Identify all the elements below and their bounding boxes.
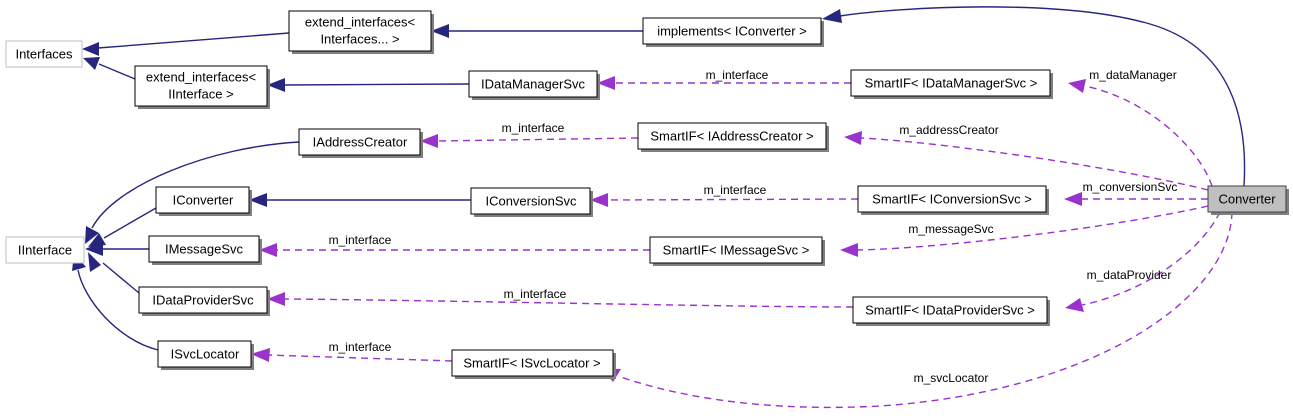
edge-label-m-datamanager: m_dataManager: [1089, 68, 1176, 82]
node-smartif-iaddresscreator[interactable]: SmartIF< IAddressCreator >: [637, 122, 829, 152]
edge-label-m-dataprovider: m_dataProvider: [1087, 268, 1172, 282]
edge-implements-to-extend-variadic: [431, 24, 643, 38]
edge-label-m-interface-addresscreator: m_interface: [502, 121, 565, 135]
node-label-isvclocator: ISvcLocator: [171, 346, 240, 361]
inheritance-edges: [72, 6, 1246, 351]
node-label-implements-iconverter: implements< IConverter >: [657, 23, 807, 38]
node-imessagesvc[interactable]: IMessageSvc: [148, 235, 262, 265]
nodes: Interfaces extend_interfaces< Interfaces…: [5, 10, 1289, 379]
node-implements-iconverter[interactable]: implements< IConverter >: [642, 17, 824, 47]
node-label-converter: Converter: [1218, 191, 1276, 206]
node-label-smartif-iaddresscreator: SmartIF< IAddressCreator >: [650, 128, 813, 143]
node-extend-interfaces-iinterface[interactable]: extend_interfaces< IInterface >: [134, 65, 270, 109]
node-smartif-imessagesvc[interactable]: SmartIF< IMessageSvc >: [649, 236, 825, 266]
node-label-imessagesvc: IMessageSvc: [165, 241, 244, 256]
node-label-smartif-imessagesvc: SmartIF< IMessageSvc >: [663, 242, 810, 257]
edge-label-m-interface-svclocator: m_interface: [329, 340, 392, 354]
usage-edges: [251, 76, 1233, 409]
node-isvclocator[interactable]: ISvcLocator: [157, 340, 254, 370]
node-idataprovidersvc[interactable]: IDataProviderSvc: [138, 286, 270, 316]
edge-smartif-idatamanagersvc-to-idatamanagersvc: [597, 76, 851, 90]
node-label-idataprovidersvc: IDataProviderSvc: [152, 292, 254, 307]
node-smartif-idatamanagersvc[interactable]: SmartIF< IDataManagerSvc >: [850, 69, 1053, 99]
edge-idataprovidersvc-to-iinterface: [88, 252, 140, 294]
node-label-idatamanagersvc: IDataManagerSvc: [481, 76, 586, 91]
edge-iconverter-to-iinterface: [88, 207, 157, 247]
edge-converter-to-smartif-idataprovidersvc: [1065, 211, 1221, 312]
node-label-iconverter: IConverter: [173, 192, 234, 207]
edge-smartif-iaddresscreator-to-iaddresscreator: [420, 134, 639, 148]
edge-labels: m_interface m_dataManager m_interface m_…: [329, 68, 1178, 385]
edge-smartif-iconversionsvc-to-iconversionsvc: [590, 193, 859, 207]
node-iinterface[interactable]: IInterface: [5, 236, 85, 264]
edge-iaddresscreator-to-iinterface: [85, 141, 300, 244]
node-label-iconversionsvc: IConversionSvc: [485, 193, 577, 208]
edge-imessagesvc-to-iinterface: [85, 242, 149, 256]
edge-iconversionsvc-to-iconverter: [249, 193, 471, 207]
node-label-extend-interfaces-iinterface-line1: extend_interfaces<: [146, 69, 256, 84]
edge-label-m-interface-dataprovider: m_interface: [504, 287, 567, 301]
edge-converter-to-smartif-imessagesvc: [840, 205, 1209, 257]
node-label-iinterface: IInterface: [18, 242, 72, 257]
edge-label-m-interface-messagesvc: m_interface: [329, 233, 392, 247]
edge-smartif-idataprovidersvc-to-idataprovidersvc: [267, 292, 854, 308]
edge-label-m-interface-datamanager: m_interface: [706, 68, 769, 82]
node-idatamanagersvc[interactable]: IDataManagerSvc: [468, 70, 600, 100]
node-label-smartif-idataprovidersvc: SmartIF< IDataProviderSvc >: [865, 302, 1035, 317]
node-label-extend-interfaces-variadic-line2: Interfaces... >: [320, 31, 399, 46]
edge-converter-to-smartif-iconversionsvc: [1064, 192, 1208, 206]
edge-converter-to-smartif-iaddresscreator: [844, 131, 1209, 191]
node-label-smartif-isvclocator: SmartIF< ISvcLocator >: [463, 355, 600, 370]
edge-extend-variadic-to-interfaces: [82, 32, 290, 56]
edge-smartif-isvclocator-to-isvclocator: [251, 348, 453, 362]
node-label-extend-interfaces-iinterface-line2: IInterface >: [168, 86, 233, 101]
node-extend-interfaces-variadic[interactable]: extend_interfaces< Interfaces... >: [288, 10, 434, 54]
edge-label-m-svclocator: m_svcLocator: [914, 371, 989, 385]
node-label-smartif-idatamanagersvc: SmartIF< IDataManagerSvc >: [865, 75, 1038, 90]
edge-label-m-addresscreator: m_addressCreator: [899, 123, 998, 137]
node-label-interfaces: Interfaces: [15, 46, 73, 61]
node-iconversionsvc[interactable]: IConversionSvc: [470, 187, 593, 217]
node-interfaces[interactable]: Interfaces: [5, 40, 83, 68]
edge-converter-to-implements: [822, 6, 1246, 187]
edge-label-m-conversionsvc: m_conversionSvc: [1083, 180, 1178, 194]
node-label-iaddresscreator: IAddressCreator: [313, 134, 408, 149]
edge-converter-to-smartif-idatamanagersvc: [1068, 79, 1213, 187]
node-iaddresscreator[interactable]: IAddressCreator: [298, 128, 423, 158]
edge-idatamanagersvc-to-extend-iinterface: [267, 78, 470, 92]
edge-label-m-messagesvc: m_messageSvc: [908, 222, 993, 236]
node-label-extend-interfaces-variadic-line1: extend_interfaces<: [305, 14, 415, 29]
edge-label-m-interface-conversionsvc: m_interface: [704, 183, 767, 197]
edge-smartif-imessagesvc-to-imessagesvc: [259, 243, 650, 257]
node-iconverter[interactable]: IConverter: [155, 186, 252, 216]
node-smartif-isvclocator[interactable]: SmartIF< ISvcLocator >: [451, 349, 616, 379]
node-label-smartif-iconversionsvc: SmartIF< IConversionSvc >: [872, 191, 1032, 206]
edge-extend-iinterface-to-interfaces: [83, 57, 136, 80]
node-smartif-iconversionsvc[interactable]: SmartIF< IConversionSvc >: [857, 185, 1049, 215]
node-smartif-idataprovidersvc[interactable]: SmartIF< IDataProviderSvc >: [852, 296, 1050, 326]
node-converter[interactable]: Converter: [1207, 185, 1289, 215]
